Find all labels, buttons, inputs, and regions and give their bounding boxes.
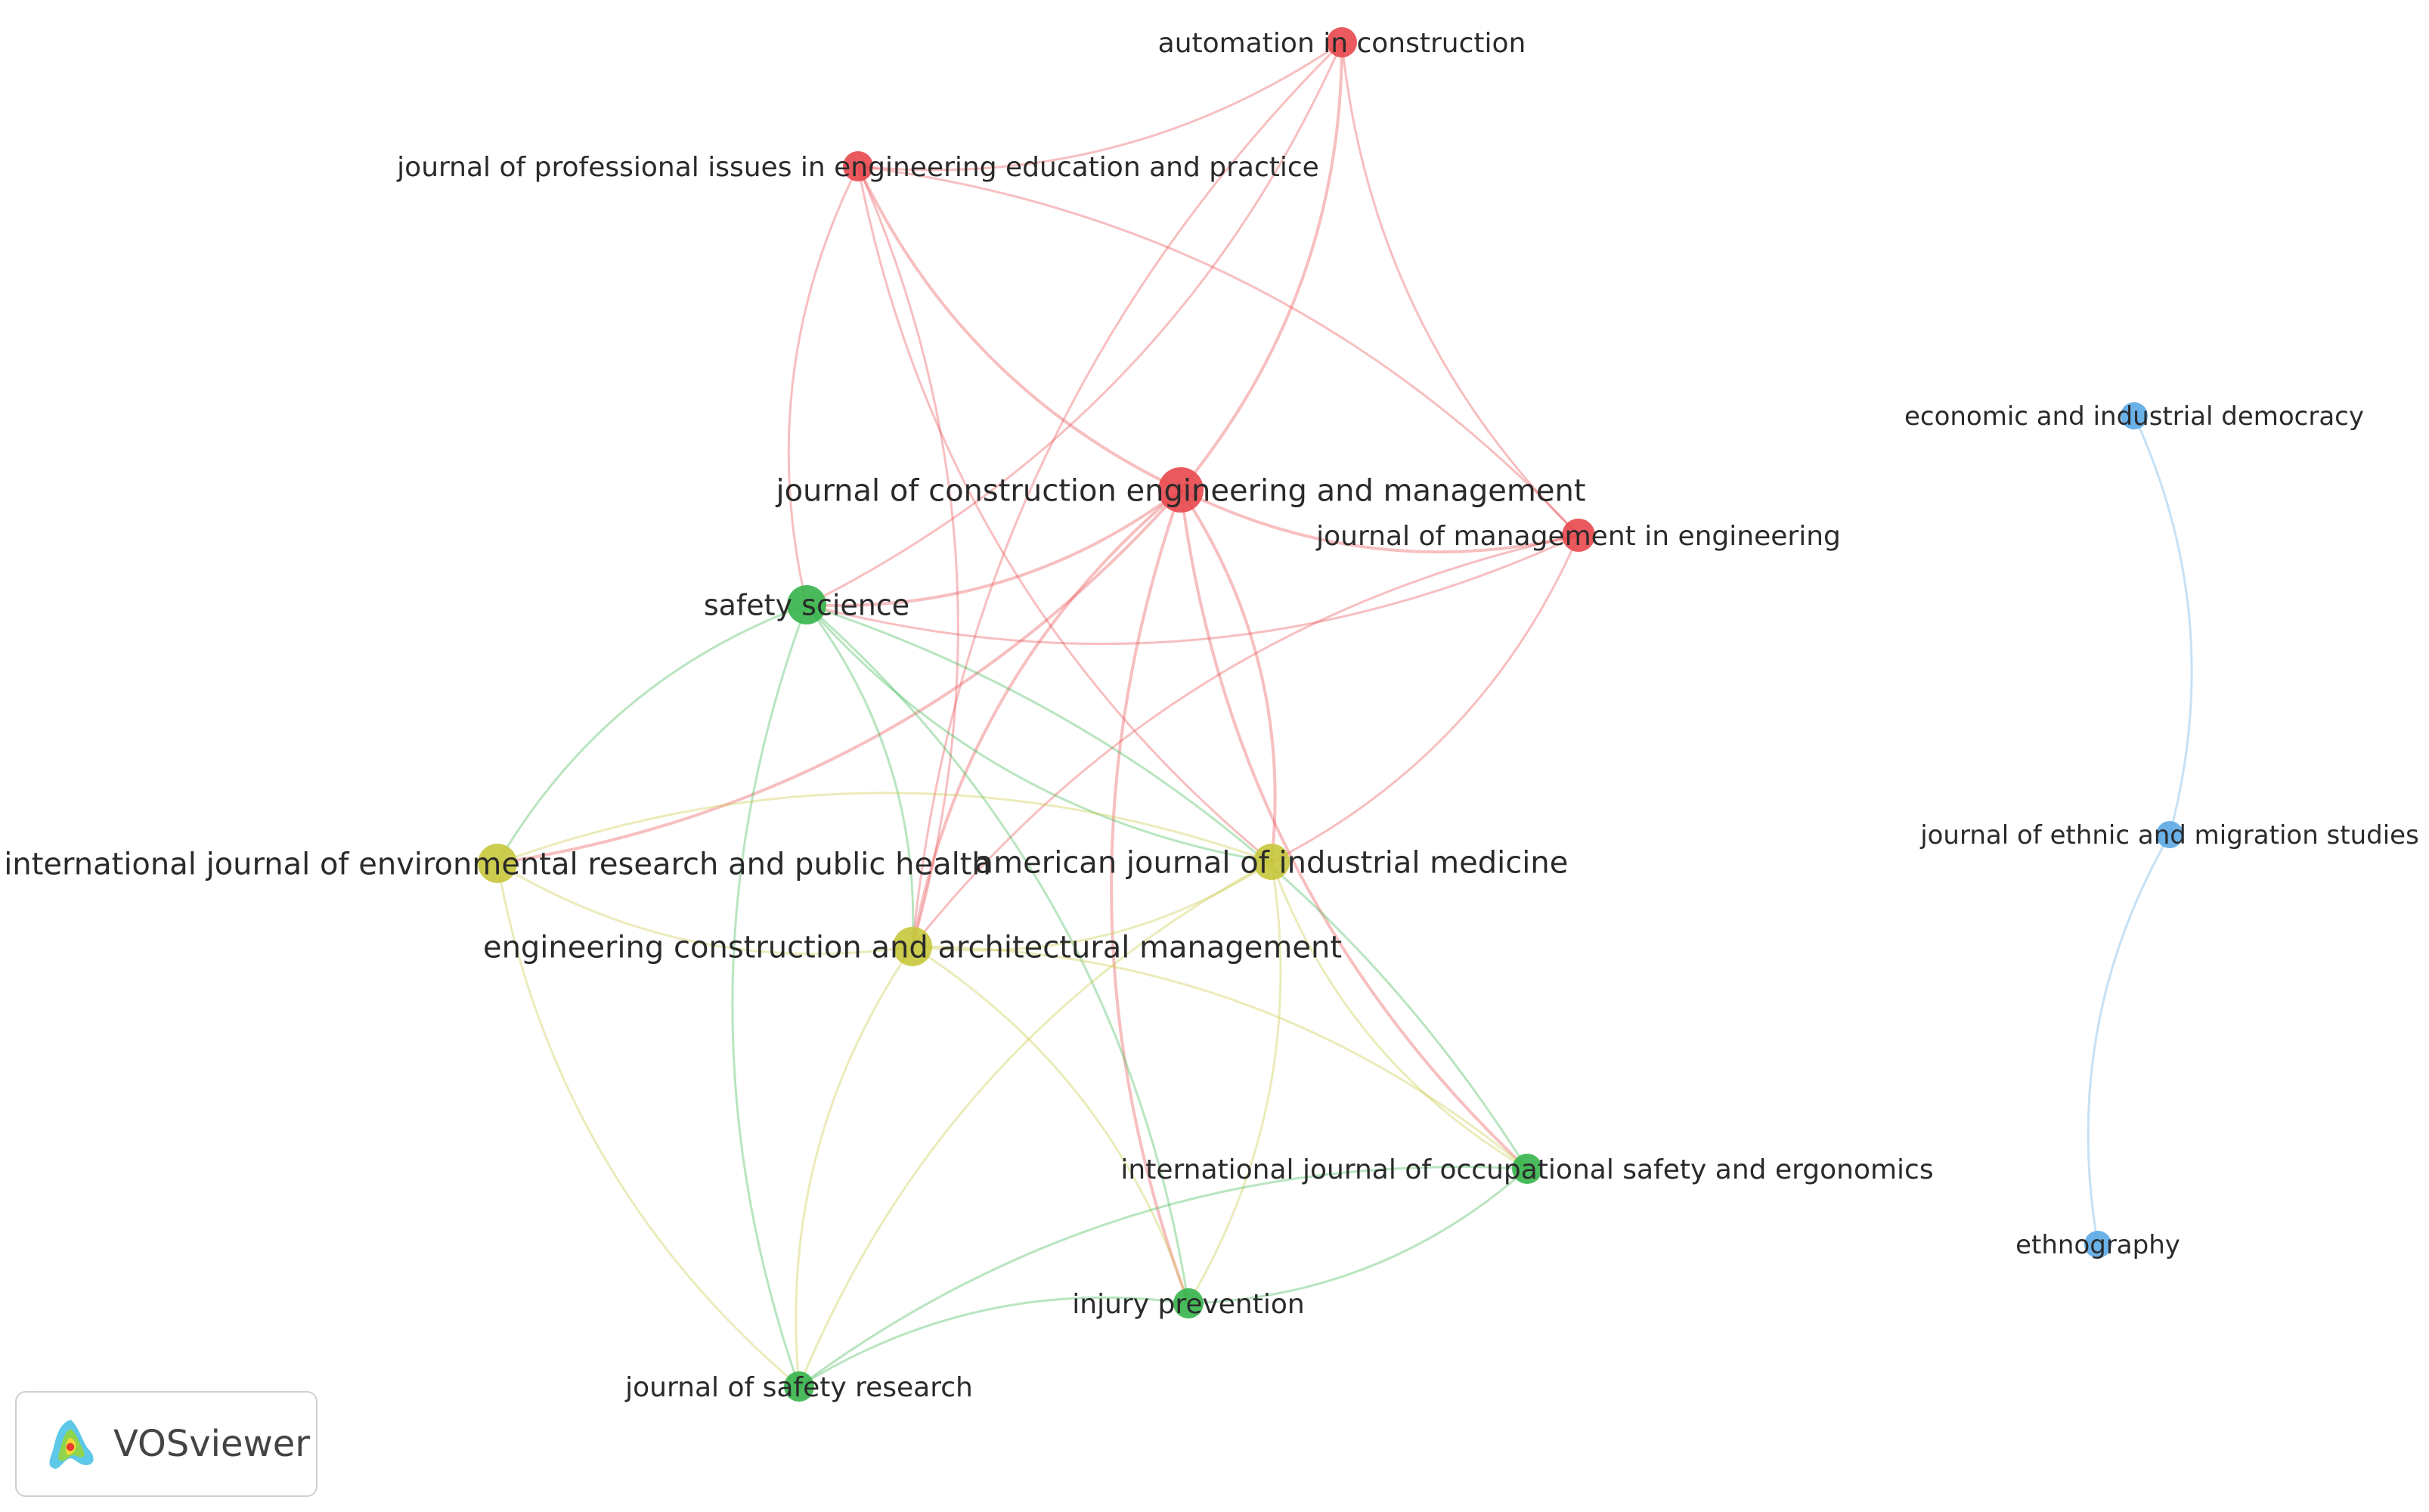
node-label-jsr[interactable]: journal of safety research — [624, 1372, 973, 1403]
link-ip-jsr — [798, 1296, 1189, 1388]
link-ijerph-ecam — [497, 862, 913, 956]
node-ss[interactable] — [787, 585, 826, 624]
link-jcem-ip — [1110, 489, 1190, 1304]
link-ijerph-jsr — [496, 863, 800, 1388]
node-jpi[interactable] — [843, 151, 873, 181]
link-jcem-ijerph — [497, 488, 1182, 865]
node-jsr[interactable] — [784, 1371, 814, 1402]
link-ss-ijerph — [496, 603, 807, 864]
vosviewer-logo: VOSviewer — [15, 1391, 318, 1497]
labels-layer: automation in construction journal of pro… — [4, 28, 2419, 1403]
node-ijerph[interactable] — [478, 844, 517, 883]
link-jme-ecam — [911, 534, 1579, 947]
link-ecam-ijose — [912, 945, 1528, 1170]
node-ijose[interactable] — [1512, 1154, 1542, 1184]
link-ss-ijose — [806, 603, 1529, 1170]
link-jpi-ajim — [857, 166, 1272, 863]
nodes-layer — [478, 27, 2183, 1402]
link-aic-jpi — [857, 41, 1343, 172]
link-jcem-ecam — [911, 488, 1182, 947]
link-ijose-jsr — [798, 1166, 1528, 1388]
link-jcem-ijose — [1179, 489, 1529, 1170]
link-jcem-ss — [806, 488, 1182, 607]
links-layer — [496, 41, 2193, 1388]
link-jpi-ss — [787, 166, 860, 606]
link-aic-ecam — [911, 41, 1343, 947]
link-ajim-ecam — [912, 860, 1272, 952]
link-ss-ip — [806, 603, 1190, 1304]
node-label-eid[interactable]: economic and industrial democracy — [1904, 401, 2364, 432]
link-aic-ss — [806, 42, 1343, 606]
node-eth[interactable] — [2084, 1231, 2111, 1258]
link-ecam-jsr — [795, 946, 914, 1387]
node-ajim[interactable] — [1253, 844, 1290, 880]
link-jme-ss — [806, 534, 1579, 646]
link-ajim-jsr — [798, 860, 1272, 1387]
link-ajim-ip — [1187, 861, 1282, 1304]
link-jme-ajim — [1271, 534, 1580, 863]
link-ecam-ip — [912, 945, 1190, 1304]
node-jcem[interactable] — [1158, 467, 1204, 513]
node-label-jcem[interactable]: journal of construction engineering and … — [775, 473, 1585, 508]
node-label-ijose[interactable]: international journal of occupational sa… — [1120, 1154, 1933, 1185]
node-label-jpi[interactable]: journal of professional issues in engine… — [396, 152, 1319, 183]
link-jpi-ecam — [857, 166, 959, 947]
link-jpi-jme — [857, 165, 1580, 537]
node-ip[interactable] — [1173, 1288, 1204, 1318]
link-aic-jme — [1340, 42, 1580, 537]
node-aic[interactable] — [1327, 27, 1357, 57]
node-ecam[interactable] — [893, 927, 932, 966]
node-jme[interactable] — [1562, 519, 1595, 552]
node-label-eth[interactable]: ethnography — [2015, 1230, 2180, 1260]
node-label-aic[interactable]: automation in construction — [1158, 28, 1526, 59]
link-jcem-ajim — [1179, 488, 1277, 863]
node-label-jme[interactable]: journal of management in engineering — [1315, 521, 1841, 552]
node-label-ecam[interactable]: engineering construction and architectur… — [483, 930, 1342, 965]
link-jems-eth — [2087, 834, 2171, 1245]
link-ajim-ijose — [1270, 861, 1528, 1170]
node-label-jems[interactable]: journal of ethnic and migration studies — [1919, 820, 2419, 850]
node-label-ss[interactable]: safety science — [704, 589, 909, 622]
node-label-ijerph[interactable]: international journal of environmental r… — [4, 847, 990, 881]
link-ijerph-ajim — [497, 792, 1272, 865]
node-eid[interactable] — [2121, 402, 2148, 429]
vosviewer-logo-text: VOSviewer — [113, 1423, 311, 1465]
link-eid-jems — [2133, 415, 2193, 835]
link-ss-ajim — [805, 604, 1272, 863]
link-jcem-jme — [1180, 488, 1579, 554]
link-jcem-aic — [1179, 42, 1343, 491]
vosviewer-logo-icon — [49, 1420, 94, 1469]
link-ijose-ip — [1188, 1167, 1528, 1305]
link-ss-ecam — [805, 604, 915, 947]
link-jcem-jpi — [857, 166, 1182, 491]
node-jems[interactable] — [2156, 821, 2183, 848]
node-label-ajim[interactable]: american journal of industrial medicine — [975, 845, 1569, 880]
link-ss-jsr — [731, 604, 808, 1387]
node-label-ip[interactable]: injury prevention — [1072, 1289, 1304, 1320]
